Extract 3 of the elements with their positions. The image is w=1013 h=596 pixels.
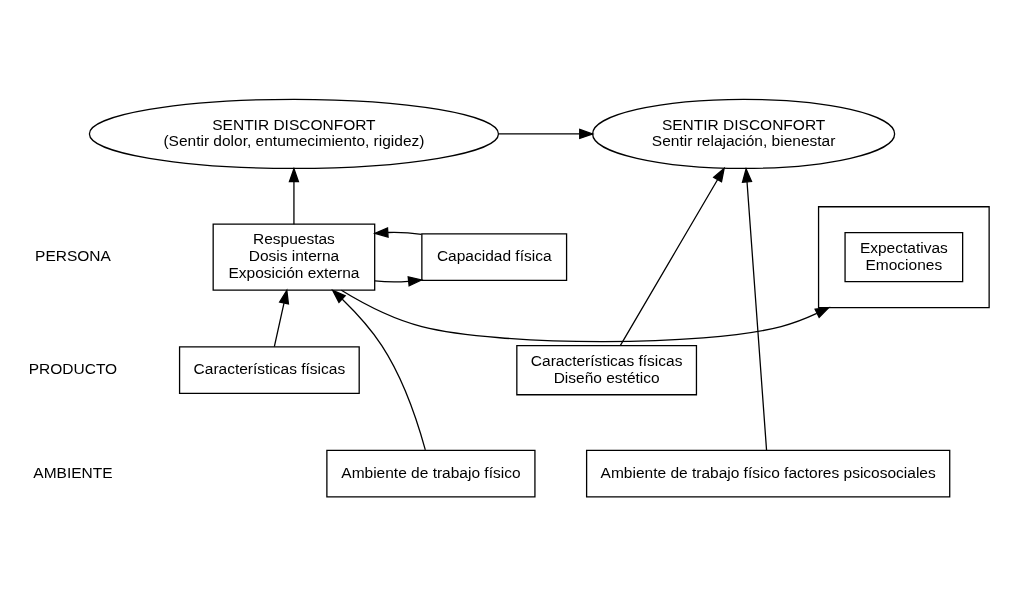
label: AMBIENTE <box>33 463 113 481</box>
label: PRODUCTO <box>28 360 118 378</box>
label: PERSONA <box>35 247 111 265</box>
